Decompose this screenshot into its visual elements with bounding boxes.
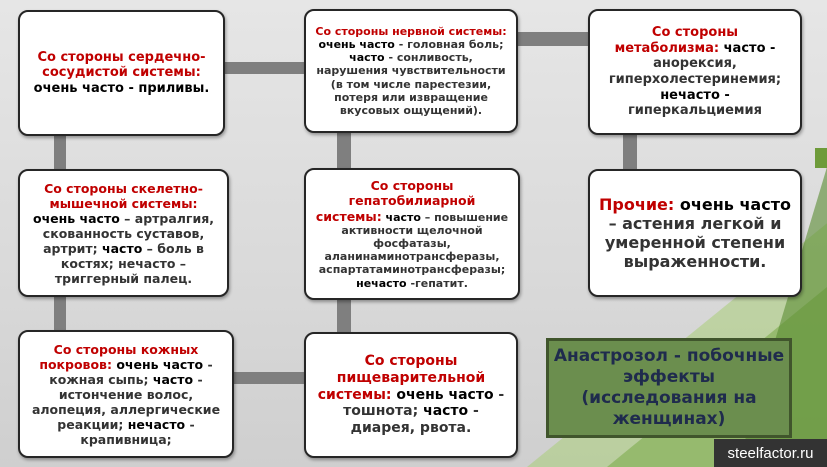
card-title: Со стороны пищеварительной системы: — [317, 353, 486, 403]
card-text: - головная боль; — [394, 38, 504, 52]
summary-title: Анастрозол - побочные эффекты (исследова… — [553, 345, 785, 430]
connector — [337, 298, 351, 332]
card-title: Со стороны метаболизма: — [614, 25, 739, 56]
frequency-label: часто — [381, 210, 421, 224]
card-text: – артралгия, скованность суставов, артри… — [42, 210, 214, 256]
card-skin: Со стороны кожных покровов: очень часто … — [18, 330, 234, 458]
card-hepatobiliary: Со стороны гепатобилиарной системы: част… — [304, 168, 520, 300]
card-title: Со стороны кожных покровов: — [39, 341, 199, 372]
frequency-label: часто - — [719, 40, 776, 56]
card-title: Со стороны гепатобилиарной системы: — [315, 178, 476, 224]
frequency-label: часто — [97, 240, 143, 256]
frequency-label: часто — [418, 403, 469, 420]
card-text: – повышение активности щелочной фосфатаз… — [318, 210, 509, 277]
card-text: -гепатит. — [406, 276, 468, 290]
card-musculoskeletal: Со стороны скелетно-мышечной системы: оч… — [18, 169, 229, 297]
frequency-label: очень часто — [674, 194, 791, 214]
connector — [337, 132, 351, 170]
card-text: - сонливость, нарушения чувствительности… — [316, 51, 506, 117]
card-text: - кожная сыпь; — [49, 356, 213, 387]
card-text: - истончение волос, алопеция, аллергичес… — [31, 371, 221, 432]
card-text: - диарея, рвота. — [350, 403, 479, 437]
card-other: Прочие: очень часто – астения легкой и у… — [588, 169, 802, 297]
card-text: - крапивница; — [80, 416, 195, 447]
connector — [233, 372, 305, 384]
connector — [623, 134, 637, 170]
card-text: – боль в костях; нечасто – триггерный па… — [54, 240, 204, 286]
frequency-label: нечасто — [123, 416, 186, 432]
connector — [54, 296, 66, 330]
card-text: анорексия, гиперхолестеринемия; — [608, 56, 782, 87]
frequency-label: очень часто — [391, 386, 494, 403]
summary-box: Анастрозол - побочные эффекты (исследова… — [546, 338, 792, 438]
frequency-label: часто — [148, 371, 194, 387]
frequency-label: очень часто — [111, 356, 204, 372]
card-text: – астения легкой и умеренной степени выр… — [604, 213, 786, 272]
card-nervous-system: Со стороны нервной системы: очень часто … — [304, 9, 518, 133]
connector — [54, 135, 66, 171]
card-text: - тошнота; — [343, 386, 505, 420]
card-cardiovascular: Со стороны сердечно-сосудистой системы: … — [18, 10, 225, 136]
card-title: Со стороны сердечно-сосудистой системы: — [37, 49, 206, 81]
frequency-label: нечасто — [356, 276, 407, 290]
card-metabolism: Со стороны метаболизма: часто - анорекси… — [588, 9, 802, 135]
card-text: очень часто - приливы. — [33, 80, 210, 96]
frequency-label: очень часто — [33, 210, 120, 226]
frequency-label: часто — [349, 51, 385, 65]
frequency-label: очень часто — [318, 38, 395, 52]
accent-bar — [815, 148, 827, 168]
connector — [516, 32, 590, 46]
card-title: Со стороны нервной системы: — [315, 24, 507, 38]
card-title: Со стороны скелетно-мышечной системы: — [44, 180, 203, 211]
watermark: steelfactor.ru — [714, 439, 827, 467]
connector — [223, 62, 307, 74]
card-title: Прочие: — [599, 194, 675, 214]
watermark-text: steelfactor.ru — [727, 444, 814, 462]
frequency-label: нечасто - — [660, 87, 730, 103]
card-text: гиперкальциемия — [628, 103, 762, 119]
card-digestive: Со стороны пищеварительной системы: очен… — [304, 332, 518, 458]
